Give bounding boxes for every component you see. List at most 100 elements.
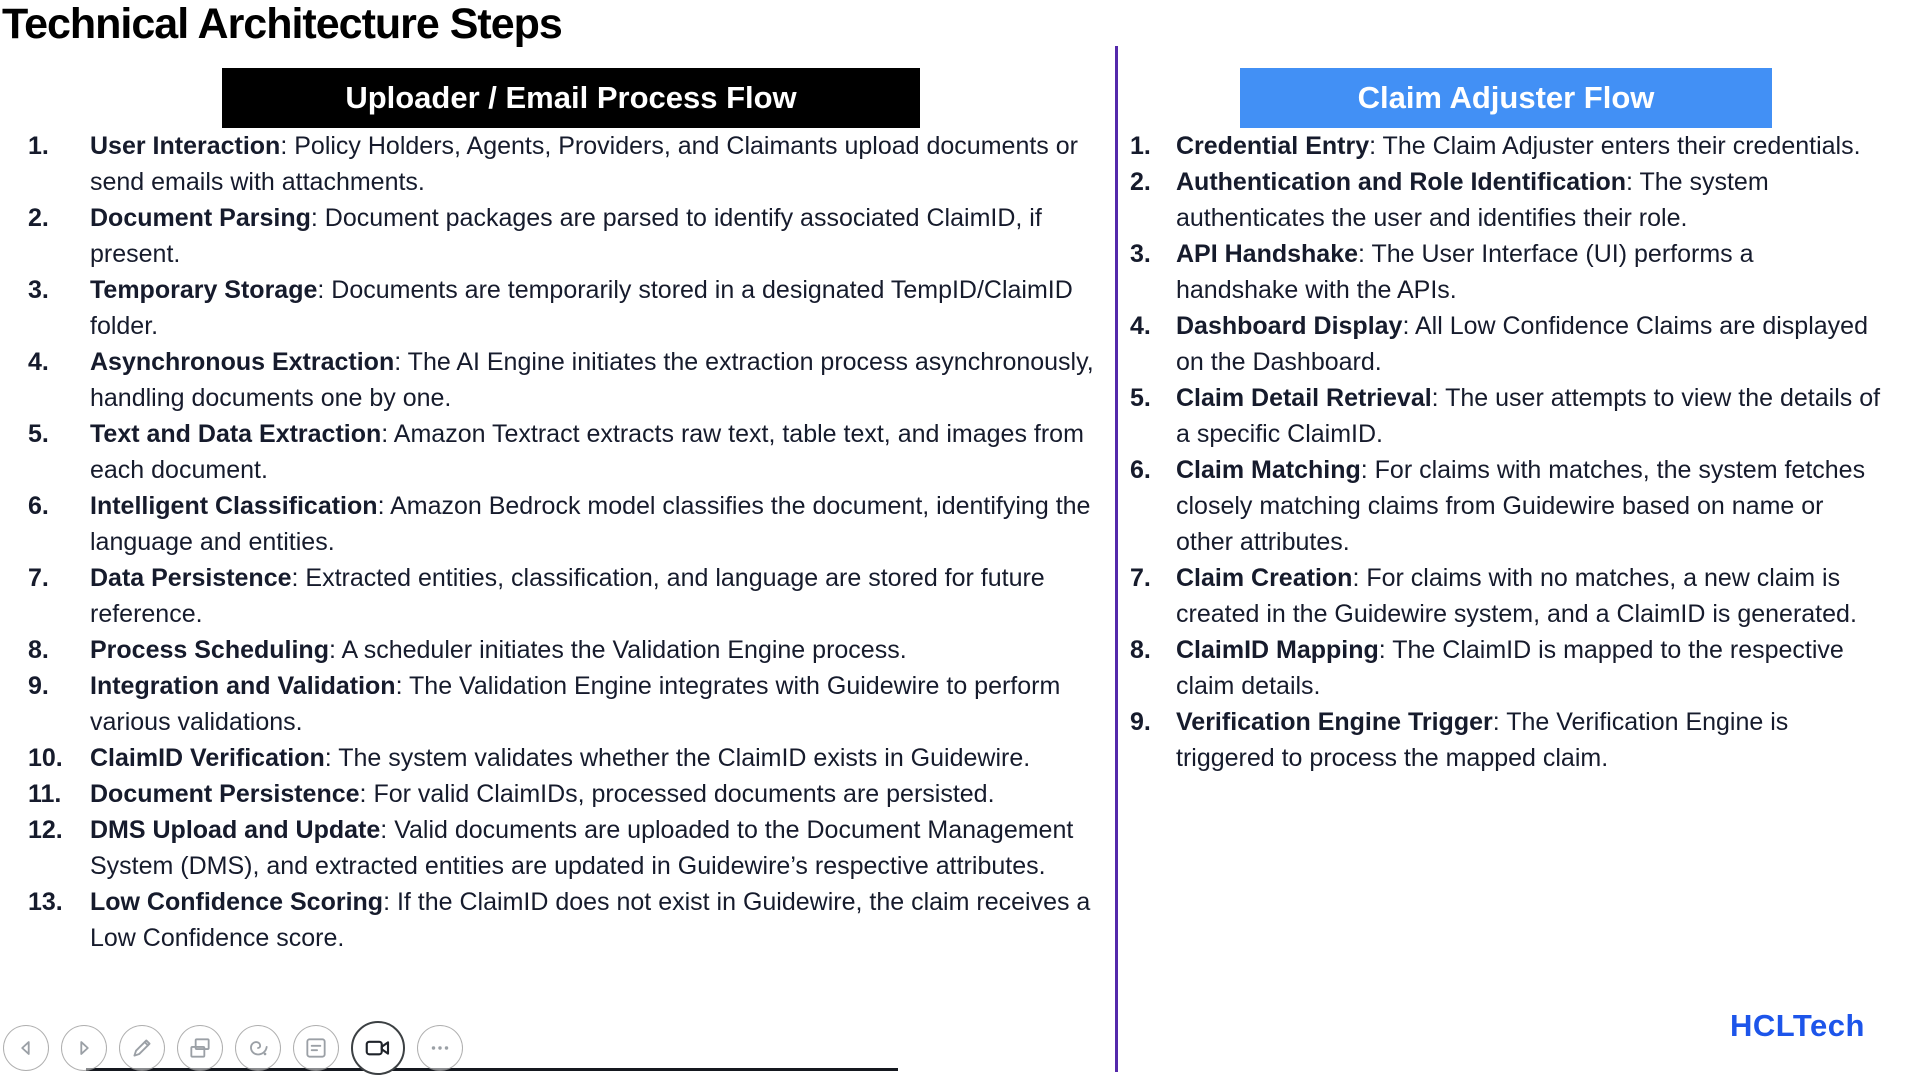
list-item: 9. Integration and Validation: The Valid… <box>28 668 1108 740</box>
item-desc: : The user attempts to view the details … <box>1176 384 1881 448</box>
next-slide-button[interactable] <box>61 1025 107 1071</box>
item-term: User Interaction <box>90 132 281 160</box>
camera-button[interactable] <box>351 1021 405 1075</box>
ellipsis-icon <box>427 1035 453 1061</box>
previous-slide-button[interactable] <box>3 1025 49 1071</box>
spiral-icon <box>245 1035 271 1061</box>
item-text: Integration and Validation: The Validati… <box>90 668 1108 740</box>
item-desc: : Policy Holders, Agents, Providers, and… <box>90 132 1078 196</box>
item-desc: : If the ClaimID does not exist in Guide… <box>90 888 1091 952</box>
item-text: Verification Engine Trigger: The Verific… <box>1176 704 1882 776</box>
item-desc: : The Claim Adjuster enters their creden… <box>1369 132 1861 160</box>
grid-icon <box>187 1035 213 1061</box>
list-item: 6. Intelligent Classification: Amazon Be… <box>28 488 1108 560</box>
item-text: Process Scheduling: A scheduler initiate… <box>90 632 1108 668</box>
list-item: 2. Authentication and Role Identificatio… <box>1130 164 1882 236</box>
item-number: 3. <box>1130 240 1151 268</box>
item-term: Text and Data Extraction <box>90 420 382 448</box>
item-text: Document Parsing: Document packages are … <box>90 200 1108 272</box>
item-term: Verification Engine Trigger <box>1176 708 1493 736</box>
item-desc: : Documents are temporarily stored in a … <box>90 276 1073 340</box>
item-number: 1. <box>28 132 49 160</box>
item-desc: : For valid ClaimIDs, processed document… <box>359 780 995 808</box>
item-text: Temporary Storage: Documents are tempora… <box>90 272 1108 344</box>
draw-button[interactable] <box>119 1025 165 1071</box>
item-term: Dashboard Display <box>1176 312 1403 340</box>
uploader-email-process-list: 1. User Interaction: Policy Holders, Age… <box>28 128 1108 956</box>
item-term: Process Scheduling <box>90 636 329 664</box>
item-term: Document Parsing <box>90 204 311 232</box>
item-text: Asynchronous Extraction: The AI Engine i… <box>90 344 1108 416</box>
item-text: Claim Creation: For claims with no match… <box>1176 560 1882 632</box>
laser-pointer-button[interactable] <box>235 1025 281 1071</box>
list-item: 7. Claim Creation: For claims with no ma… <box>1130 560 1882 632</box>
slide-grid-button[interactable] <box>177 1025 223 1071</box>
item-desc: : The ClaimID is mapped to the respectiv… <box>1176 636 1844 700</box>
item-desc: : For claims with no matches, a new clai… <box>1176 564 1857 628</box>
item-number: 9. <box>1130 708 1151 736</box>
item-number: 7. <box>1130 564 1151 592</box>
item-term: Intelligent Classification <box>90 492 378 520</box>
item-number: 8. <box>1130 636 1151 664</box>
item-number: 6. <box>1130 456 1151 484</box>
item-number: 12. <box>28 816 63 844</box>
item-desc: : Amazon Textract extracts raw text, tab… <box>90 420 1084 484</box>
item-text: Data Persistence: Extracted entities, cl… <box>90 560 1108 632</box>
item-desc: : The system validates whether the Claim… <box>324 744 1031 772</box>
item-text: Authentication and Role Identification: … <box>1176 164 1882 236</box>
list-item: 4. Asynchronous Extraction: The AI Engin… <box>28 344 1108 416</box>
item-number: 13. <box>28 888 63 916</box>
item-term: Claim Creation <box>1176 564 1353 592</box>
uploader-email-flow-header: Uploader / Email Process Flow <box>222 68 920 128</box>
item-text: Claim Detail Retrieval: The user attempt… <box>1176 380 1882 452</box>
item-text: Claim Matching: For claims with matches,… <box>1176 452 1882 560</box>
list-item: 4. Dashboard Display: All Low Confidence… <box>1130 308 1882 380</box>
item-desc: : For claims with matches, the system fe… <box>1176 456 1866 556</box>
item-desc: : The User Interface (UI) performs a han… <box>1176 240 1754 304</box>
list-item: 3. Temporary Storage: Documents are temp… <box>28 272 1108 344</box>
item-term: DMS Upload and Update <box>90 816 381 844</box>
item-text: Dashboard Display: All Low Confidence Cl… <box>1176 308 1882 380</box>
item-number: 1. <box>1130 132 1151 160</box>
item-number: 2. <box>28 204 49 232</box>
list-item: 2. Document Parsing: Document packages a… <box>28 200 1108 272</box>
item-text: API Handshake: The User Interface (UI) p… <box>1176 236 1882 308</box>
item-term: Low Confidence Scoring <box>90 888 384 916</box>
item-number: 5. <box>28 420 49 448</box>
page-title: Technical Architecture Steps <box>2 0 563 48</box>
item-desc: : The AI Engine initiates the extraction… <box>90 348 1094 412</box>
item-desc: : The Validation Engine integrates with … <box>90 672 1061 736</box>
hcltech-logo: HCLTech <box>1730 1008 1865 1043</box>
list-item: 6. Claim Matching: For claims with match… <box>1130 452 1882 560</box>
claim-adjuster-list: 1. Credential Entry: The Claim Adjuster … <box>1130 128 1882 776</box>
list-item: 1. User Interaction: Policy Holders, Age… <box>28 128 1108 200</box>
item-term: Document Persistence <box>90 780 360 808</box>
item-desc: : Extracted entities, classification, an… <box>90 564 1045 628</box>
camera-icon <box>363 1033 393 1063</box>
item-text: Credential Entry: The Claim Adjuster ent… <box>1176 128 1882 164</box>
item-term: Data Persistence <box>90 564 292 592</box>
item-desc: : A scheduler initiates the Validation E… <box>328 636 907 664</box>
item-number: 8. <box>28 636 49 664</box>
item-number: 7. <box>28 564 49 592</box>
item-text: Intelligent Classification: Amazon Bedro… <box>90 488 1108 560</box>
item-number: 5. <box>1130 384 1151 412</box>
more-options-button[interactable] <box>417 1025 463 1071</box>
item-term: ClaimID Mapping <box>1176 636 1379 664</box>
item-number: 2. <box>1130 168 1151 196</box>
item-term: Credential Entry <box>1176 132 1370 160</box>
item-term: Asynchronous Extraction <box>90 348 395 376</box>
item-text: Low Confidence Scoring: If the ClaimID d… <box>90 884 1108 956</box>
list-item: 7. Data Persistence: Extracted entities,… <box>28 560 1108 632</box>
item-text: Text and Data Extraction: Amazon Textrac… <box>90 416 1108 488</box>
item-term: Claim Matching <box>1176 456 1361 484</box>
item-desc: : The system authenticates the user and … <box>1176 168 1769 232</box>
item-number: 10. <box>28 744 63 772</box>
item-desc: : The Verification Engine is triggered t… <box>1176 708 1789 772</box>
item-text: DMS Upload and Update: Valid documents a… <box>90 812 1108 884</box>
item-number: 11. <box>28 780 62 808</box>
list-item: 8. ClaimID Mapping: The ClaimID is mappe… <box>1130 632 1882 704</box>
speaker-notes-button[interactable] <box>293 1025 339 1071</box>
list-item: 10. ClaimID Verification: The system val… <box>28 740 1108 776</box>
list-item: 1. Credential Entry: The Claim Adjuster … <box>1130 128 1882 164</box>
